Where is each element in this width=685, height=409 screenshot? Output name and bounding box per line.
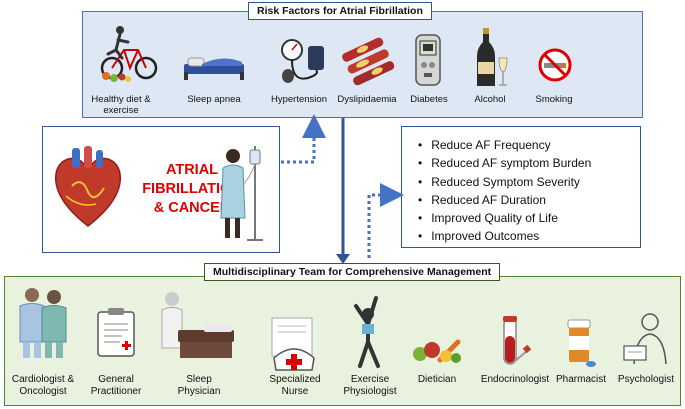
outcomes-list: Reduce AF Frequency Reduced AF symptom B…	[418, 136, 591, 246]
team-label-sleep-physician: Sleep Physician	[177, 374, 221, 397]
heart-icon	[54, 146, 122, 227]
patient-iv-icon	[220, 146, 263, 241]
sleep-lab-icon	[161, 292, 234, 358]
team-label-endocrinologist: Endocrinologist	[480, 374, 550, 385]
risk-label-hypertension: Hypertension	[271, 94, 327, 105]
team-label-cardiologist: Cardiologist & Oncologist	[11, 374, 75, 397]
outcome-item: Improved Quality of Life	[418, 209, 591, 227]
test-tube-icon	[503, 316, 532, 365]
outcome-item: Reduce AF Frequency	[418, 136, 591, 154]
blood-pressure-icon	[281, 39, 324, 83]
clipboard-icon	[97, 308, 135, 357]
risk-factors-title: Risk Factors for Atrial Fibrillation	[248, 2, 432, 20]
doctors-icon	[19, 288, 67, 358]
risk-label-sleep-apnea: Sleep apnea	[187, 94, 241, 105]
wine-bottle-icon	[477, 28, 508, 86]
glucometer-icon	[415, 34, 441, 86]
outcome-item: Improved Outcomes	[418, 227, 591, 245]
risk-label-diet: Healthy diet & exercise	[91, 94, 151, 116]
risk-label-dyslipidaemia: Dyslipidaemia	[337, 94, 397, 105]
team-title: Multidisciplinary Team for Comprehensive…	[204, 263, 501, 281]
team-label-exercise-physiologist: Exercise Physiologist	[343, 374, 397, 397]
vegetables-icon	[413, 339, 461, 363]
cyclist-icon	[100, 26, 158, 82]
bed-icon	[184, 57, 244, 80]
risk-label-alcohol: Alcohol	[474, 94, 506, 105]
exercise-icon	[354, 296, 380, 368]
no-smoking-icon	[538, 48, 572, 82]
team-label-psychologist: Psychologist	[617, 374, 675, 385]
psychologist-icon	[623, 313, 667, 365]
team-label-nurse: Specialized Nurse	[269, 374, 321, 397]
pill-bottle-icon	[567, 319, 596, 367]
team-label-gp: General Practitioner	[90, 374, 142, 397]
outcome-item: Reduced AF symptom Burden	[418, 154, 591, 172]
team-label-pharmacist: Pharmacist	[555, 374, 607, 385]
risk-label-diabetes: Diabetes	[410, 94, 448, 105]
artery-icon	[342, 37, 395, 86]
dotted-arrow-outcomes	[367, 183, 404, 258]
outcome-item: Reduced Symptom Severity	[418, 173, 591, 191]
team-label-dietician: Dietician	[417, 374, 457, 385]
dotted-arrow-risk	[281, 114, 326, 164]
af-cancer-title: ATRIAL FIBRILLATION & CANCER	[142, 162, 242, 216]
nurse-cap-icon	[271, 317, 315, 371]
outcome-item: Reduced AF Duration	[418, 191, 591, 209]
risk-label-smoking: Smoking	[535, 94, 573, 105]
